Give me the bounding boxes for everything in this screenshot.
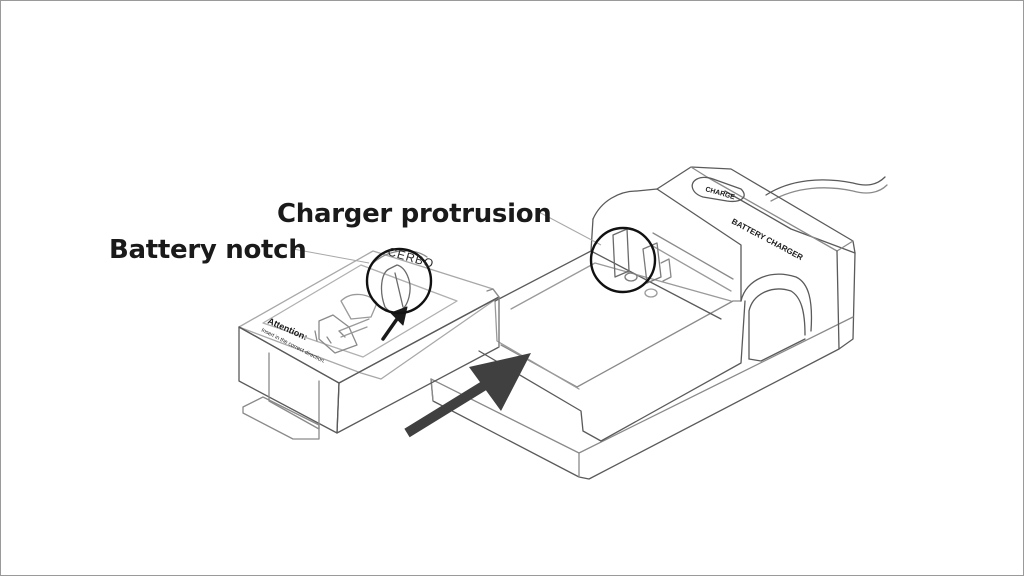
charger-side-slope (836, 250, 840, 350)
charger-front-arch (740, 273, 813, 332)
charger-protrusion-shape (612, 228, 630, 278)
battery-notch-shape (380, 264, 411, 314)
insert-arrow-shaft (404, 380, 488, 438)
battery-terminal-tab (268, 352, 320, 430)
protrusion-highlight-circle (589, 226, 657, 294)
battery-label-area (262, 264, 458, 358)
battery-end-rim (486, 288, 500, 348)
battery-top-edge (238, 296, 500, 384)
charge-button-label: CHARGE (704, 186, 735, 201)
charger-rear-housing-top (690, 166, 854, 252)
charger-cradle-back-rail (510, 262, 732, 310)
notch-leader-line (292, 248, 370, 264)
battery-notch-groove (394, 272, 404, 308)
battery-terminal-lip (242, 396, 320, 440)
battery-label-sketch (318, 314, 358, 354)
charger-cradle-rail-line (590, 218, 594, 252)
charger-protrusion-callout: Charger protrusion (277, 199, 552, 229)
charger-contact-hole-2 (644, 288, 658, 298)
charger-arch-base (748, 338, 806, 362)
charger-base-bottom-edge (430, 378, 580, 478)
insert-direction-arrow (404, 353, 531, 438)
battery-notch-rim (372, 250, 428, 264)
charger-cradle-back-wall (494, 250, 722, 320)
charger-front-arch-inner (748, 288, 806, 360)
insert-arrow-head (469, 353, 531, 411)
battery-label-lines (338, 318, 370, 338)
charger-contact-hole (624, 272, 638, 282)
battery-label-sketch-2 (340, 293, 378, 320)
charger-cradle-floor (494, 300, 580, 390)
power-cable-edge (770, 184, 888, 202)
charger-cradle-inner-edge (500, 300, 742, 388)
charge-button-outline (691, 176, 745, 203)
charger-contact-housing (592, 188, 742, 302)
power-cable (765, 176, 886, 196)
notch-highlight-circle (365, 247, 433, 315)
battery-notch-callout: Battery notch (109, 235, 307, 265)
battery-label-arrow-shaft (381, 317, 399, 341)
charger-cradle-front (478, 300, 746, 442)
charger-contact-rail-2 (650, 244, 732, 292)
protrusion-leader-line (536, 210, 602, 246)
charger-rear-housing (656, 166, 856, 254)
charger-contact-pin (660, 258, 672, 282)
battery-label-arrow-head (390, 306, 408, 326)
charger-base-top-edge (578, 316, 854, 454)
charger-contact-rail (652, 232, 734, 280)
